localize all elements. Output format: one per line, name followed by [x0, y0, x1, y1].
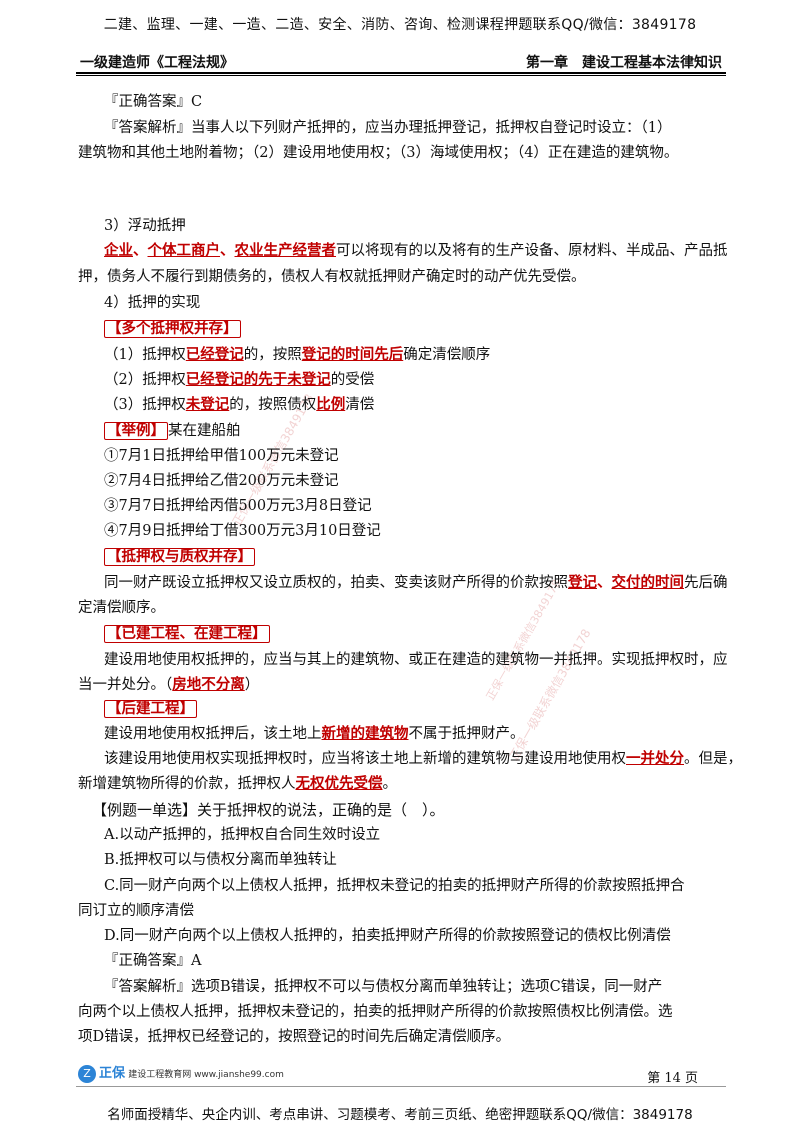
separator: 、 [133, 242, 148, 259]
highlight-registration: 登记 [568, 574, 597, 591]
separator: 、 [597, 574, 612, 591]
option-c-line2: 同订立的顺序清偿 [78, 903, 194, 919]
body-text: 清偿 [345, 397, 375, 413]
body-text: （3）抵押权 [104, 397, 186, 413]
rule-2: （2）抵押权已经登记的先于未登记的受偿 [104, 370, 374, 390]
body-text: 的，按照 [243, 347, 302, 363]
body-text: 某在建船舶 [168, 423, 241, 439]
body-text: 。 [382, 776, 398, 792]
highlight-dispose-together: 一并处分 [626, 750, 684, 767]
example-item-4: ④7月9日抵押给丁借300万元3月10日登记 [104, 523, 381, 539]
pledge-line2: 定清偿顺序。 [78, 600, 165, 616]
highlight-registration-order: 登记的时间先后 [301, 346, 404, 363]
section-floating-mortgage-title: 3）浮动抵押 [104, 218, 186, 234]
boxed-heading: 【已建工程、在建工程】 [104, 625, 270, 643]
section-realization-title: 4）抵押的实现 [104, 295, 201, 311]
body-text: 的，按照债权 [229, 397, 317, 413]
bottom-banner: 名师面授精华、央企内训、考点串讲、习题模考、考前三页纸、绝密押题联系QQ/微信：… [107, 1107, 693, 1123]
body-text: 该建设用地使用权实现抵押权时，应当将该土地上新增的建筑物与建设用地使用权 [104, 751, 626, 767]
example-heading: 【举例】某在建船舶 [104, 421, 241, 441]
body-text: 不属于抵押财产。 [408, 726, 525, 742]
box-heading-built-projects: 【已建工程、在建工程】 [104, 624, 270, 644]
option-b: B.抵押权可以与债权分离而单独转让 [104, 852, 337, 868]
logo-mark-icon: Z [78, 1065, 96, 1083]
highlight-new-buildings: 新增的建筑物 [321, 725, 409, 742]
body-text: 先后确 [684, 575, 728, 591]
pledge-line1: 同一财产既设立抵押权又设立质权的，拍卖、变卖该财产所得的价款按照登记、交付的时间… [104, 573, 728, 593]
highlight-unregistered: 未登记 [185, 396, 230, 413]
option-a: A.以动产抵押的，抵押权自合同生效时设立 [104, 827, 381, 843]
boxed-heading: 【多个抵押权并存】 [104, 320, 241, 338]
analysis-line3: 项D错误，抵押权已经登记的，按照登记的时间先后确定清偿顺序。 [78, 1029, 511, 1045]
header-chapter-title: 第一章 建设工程基本法律知识 [526, 55, 722, 71]
example-item-1: ①7月1日抵押给甲借100万元未登记 [104, 448, 339, 464]
body-text: ） [244, 677, 260, 693]
after-line3: 新增建筑物所得的价款，抵押权人无权优先受偿。 [78, 774, 397, 794]
prev-analysis-line2: 建筑物和其他土地附着物；（2）建设用地使用权；（3）海域使用权；（4）正在建造的… [78, 145, 679, 161]
page-number: 第 14 页 [647, 1071, 698, 1086]
example-item-2: ②7月4日抵押给乙借200万元未登记 [104, 473, 339, 489]
prev-answer: 『正确答案』C [104, 94, 203, 110]
box-heading-mortgage-pledge: 【抵押权与质权并存】 [104, 547, 255, 567]
floating-mortgage-line2: 押，债务人不履行到期债务的，债权人有权就抵押财产确定时的动产优先受偿。 [78, 269, 586, 285]
after-line2: 该建设用地使用权实现抵押权时，应当将该土地上新增的建筑物与建设用地使用权一并处分… [104, 749, 742, 769]
built-line2: 当一并处分。（房地不分离） [78, 675, 259, 695]
highlight-proportion: 比例 [316, 396, 346, 413]
question-title: 【例题一单选】关于抵押权的说法，正确的是（ ）。 [92, 801, 445, 819]
body-text: 新增建筑物所得的价款，抵押权人 [78, 776, 296, 792]
option-d: D.同一财产向两个以上债权人抵押的，拍卖抵押财产所得的价款按照登记的债权比例清偿 [104, 928, 671, 944]
body-text: 的受偿 [330, 372, 375, 388]
highlight-agricultural-operator: 农业生产经营者 [234, 242, 337, 259]
logo-text: 正保 [99, 1066, 126, 1081]
footer-rule [76, 1086, 726, 1087]
boxed-heading: 【抵押权与质权并存】 [104, 548, 255, 566]
separator: 、 [220, 242, 235, 259]
body-text: （1）抵押权 [104, 347, 186, 363]
analysis-line2: 向两个以上债权人抵押，抵押权未登记的，拍卖的抵押财产所得的价款按照债权比例清偿。… [78, 1004, 673, 1020]
body-text: （2）抵押权 [104, 372, 186, 388]
highlight-registered-first: 已经登记的先于未登记 [185, 371, 331, 388]
header-rule [76, 72, 726, 74]
prev-analysis-line1: 『答案解析』当事人以下列财产抵押的，应当办理抵押登记，抵押权自登记时设立：（1） [104, 120, 672, 136]
built-line1: 建设用地使用权抵押的，应当与其上的建筑物、或正在建造的建筑物一并抵押。实现抵押权… [104, 652, 728, 668]
body-text: 建设用地使用权抵押后，该土地上 [104, 726, 322, 742]
rule-3: （3）抵押权未登记的，按照债权比例清偿 [104, 395, 374, 415]
example-item-3: ③7月7日抵押给丙借500万元3月8日登记 [104, 498, 372, 514]
header-book-title: 一级建造师《工程法规》 [80, 55, 234, 71]
option-c-line1: C.同一财产向两个以上债权人抵押，抵押权未登记的拍卖的抵押财产所得的价款按照抵押… [104, 878, 685, 894]
correct-answer: 『正确答案』A [104, 953, 202, 969]
rule-1: （1）抵押权已经登记的，按照登记的时间先后确定清偿顺序 [104, 345, 490, 365]
box-heading-later-built: 【后建工程】 [104, 699, 197, 719]
highlight-enterprise: 企业 [104, 242, 133, 259]
boxed-heading: 【举例】 [104, 422, 168, 440]
highlight-registered: 已经登记 [185, 346, 244, 363]
analysis-line1: 『答案解析』选项B错误，抵押权不可以与债权分离而单独转让；选项C错误，同一财产 [104, 979, 663, 995]
body-text: 同一财产既设立抵押权又设立质权的，拍卖、变卖该财产所得的价款按照 [104, 575, 568, 591]
logo-subtitle: 建设工程教育网 www.jianshe99.com [128, 1070, 284, 1080]
box-heading-multiple-mortgages: 【多个抵押权并存】 [104, 319, 241, 339]
highlight-individual-business: 个体工商户 [147, 242, 221, 259]
body-text: 可以将现有的以及将有的生产设备、原材料、半成品、产品抵 [336, 243, 728, 259]
floating-mortgage-line1: 企业、个体工商户、农业生产经营者可以将现有的以及将有的生产设备、原材料、半成品、… [104, 241, 728, 261]
highlight-no-priority: 无权优先受偿 [295, 775, 383, 792]
body-text: 。但是， [684, 751, 742, 767]
body-text: 当一并处分。（ [78, 677, 173, 693]
highlight-delivery-time: 交付的时间 [611, 574, 685, 591]
highlight-land-house-inseparable: 房地不分离 [172, 676, 245, 693]
after-line1: 建设用地使用权抵押后，该土地上新增的建筑物不属于抵押财产。 [104, 724, 525, 744]
top-banner: 二建、监理、一建、一造、二造、安全、消防、咨询、检测课程押题联系QQ/微信：38… [103, 17, 697, 33]
boxed-heading: 【后建工程】 [104, 700, 197, 718]
header-rule-thin [76, 75, 726, 76]
body-text: 确定清偿顺序 [403, 347, 491, 363]
